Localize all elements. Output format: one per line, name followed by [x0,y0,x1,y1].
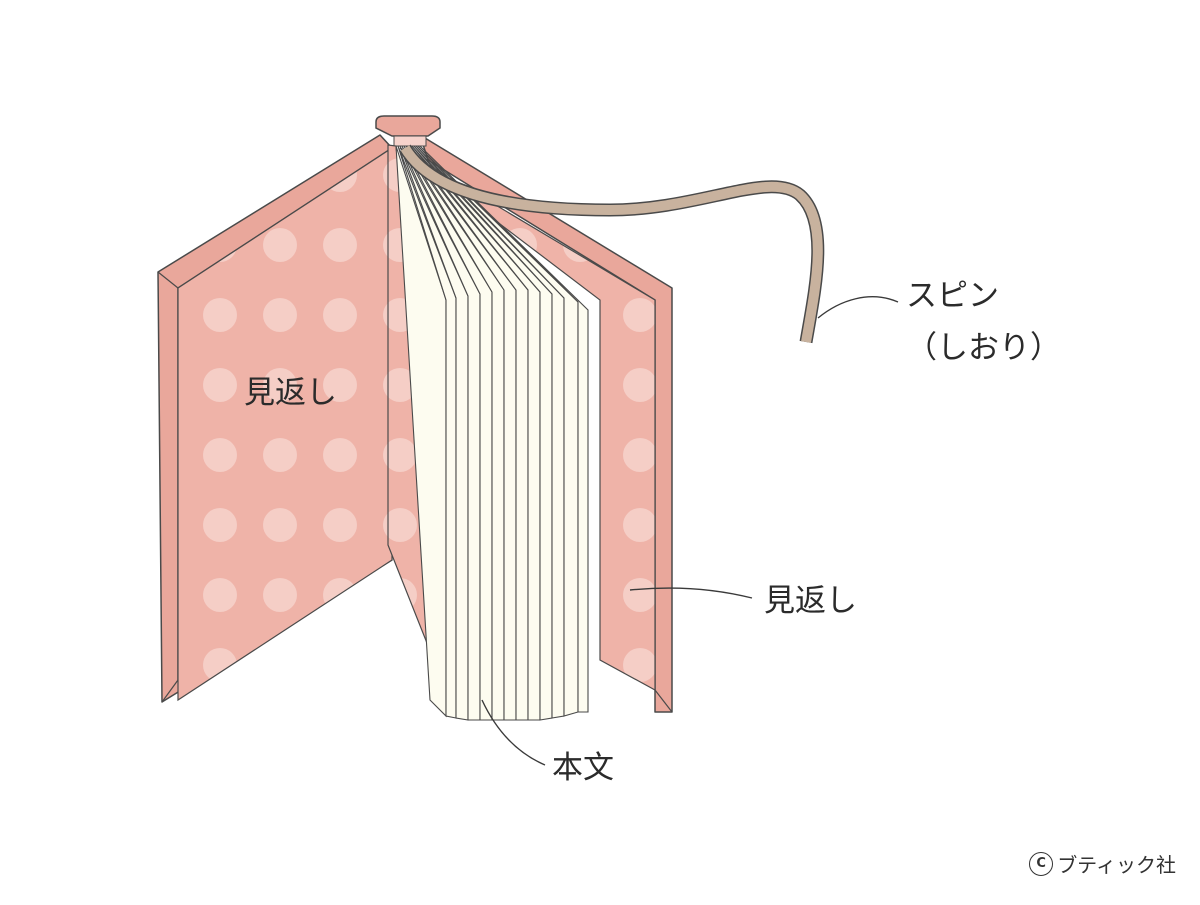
leader-lines [481,296,899,766]
spine-head [375,115,441,147]
label-spin-sub: （しおり） [906,330,1061,366]
ribbon-bookmark [399,144,825,344]
leader-text-block [481,699,546,766]
copyright-publisher: ブティック社 [1057,853,1176,877]
copyright-icon: C [1029,851,1054,876]
label-text-block: 本文 [552,750,614,786]
leader-spin [817,296,899,319]
label-endpaper-right: 見返し [764,583,857,619]
label-endpaper-left: 見返し [244,375,337,411]
left-cover [157,134,393,703]
label-spin: スピン [906,278,999,314]
text-block-pages [395,145,589,721]
right-cover [399,134,673,713]
leader-endpaper-right [629,587,753,599]
copyright-notice: C ブティック社 [1029,849,1176,878]
